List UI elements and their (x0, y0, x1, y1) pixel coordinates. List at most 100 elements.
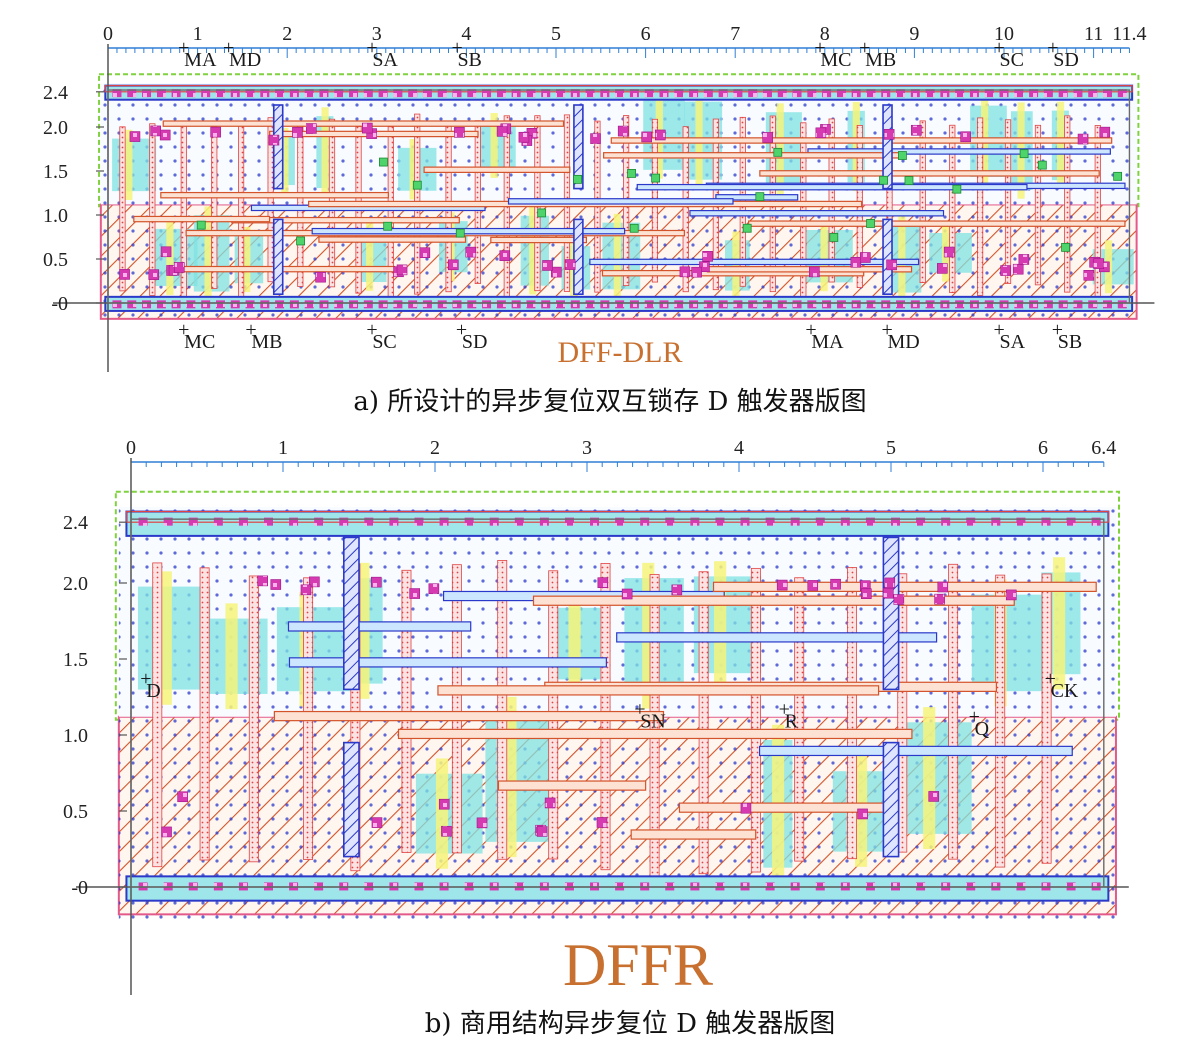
vdd-contact (238, 517, 248, 526)
device-contact (257, 575, 268, 587)
poly-gate (977, 117, 984, 296)
x-tick-label: 9 (909, 23, 919, 45)
panel-b-caption: b) 商用结构异步复位 D 触发器版图 (425, 1009, 835, 1039)
vdd-contact (615, 517, 625, 526)
device-contact (428, 583, 440, 595)
y-tick-label: 2.4 (63, 512, 88, 534)
vdd-contact (339, 517, 349, 526)
via (829, 233, 839, 242)
diffusion-region (971, 594, 1048, 692)
pin-label-ma: MA (811, 331, 844, 353)
vss-contact (674, 300, 684, 309)
vdd-contact (866, 89, 876, 98)
device-contact (315, 271, 326, 283)
vdd-contact (1043, 89, 1053, 98)
poly-gate (267, 117, 274, 283)
via (952, 184, 962, 194)
poly-gate (152, 562, 163, 868)
via (1113, 171, 1123, 181)
y-tick-label: 1.0 (43, 205, 68, 227)
vss-contact (792, 300, 802, 309)
device-contact (173, 262, 185, 273)
vss-contact (896, 300, 906, 309)
vss-contact (925, 300, 935, 309)
implant-strip (820, 221, 828, 292)
vss-contact (422, 300, 432, 309)
vss-contact (201, 300, 211, 309)
implant-strip (613, 213, 621, 299)
vdd-contact (836, 89, 846, 98)
vss-contact (866, 300, 876, 309)
poly-gate (199, 567, 210, 861)
device-contact (300, 584, 312, 596)
via (296, 236, 305, 246)
vdd-contact (659, 89, 669, 98)
vdd-contact (496, 89, 506, 98)
vdd-contact (790, 517, 800, 526)
device-contact (1005, 589, 1017, 601)
vss-contact (1029, 300, 1039, 309)
vss-contact (230, 300, 240, 309)
x-tick-label: 3 (372, 23, 382, 45)
vdd-contact (891, 517, 900, 526)
vss-contact (659, 300, 669, 309)
pin-label-sb: SB (457, 49, 481, 71)
device-contact (210, 126, 221, 138)
vss-contact (984, 300, 994, 309)
implant-strip (490, 113, 498, 178)
y-tick-label: 1.0 (63, 725, 88, 747)
poly-gate (794, 577, 805, 862)
metal-strap (342, 536, 360, 691)
vdd-contact (275, 89, 285, 98)
device-contact (150, 125, 161, 137)
vdd-contact (689, 89, 699, 98)
vss-contact (142, 300, 152, 309)
vdd-contact (319, 89, 329, 98)
vdd-contact (439, 517, 449, 526)
x-tick-label: 4 (734, 437, 744, 459)
vdd-contact (585, 89, 595, 98)
vdd-contact (304, 89, 314, 98)
via (1037, 160, 1047, 170)
vss-contact (807, 300, 817, 309)
vss-contact (703, 300, 713, 309)
device-contact (454, 127, 465, 138)
via (412, 180, 422, 190)
device-contact (438, 798, 450, 810)
metal-strap (272, 218, 284, 295)
device-contact (536, 826, 548, 837)
device-contact (857, 808, 868, 820)
device-contact (1077, 133, 1089, 145)
implant-strip (281, 127, 289, 194)
pin-label-mc: MC (184, 331, 215, 353)
pin-label-mc: MC (820, 49, 851, 71)
pin-label-r: R (785, 710, 799, 732)
vdd-contact (1041, 517, 1051, 526)
device-contact (177, 791, 188, 803)
implant-strip (166, 220, 174, 295)
pin-marker: + (1052, 319, 1063, 341)
via (573, 174, 583, 184)
vss-contact (482, 300, 492, 309)
vdd-contact (539, 517, 549, 526)
vdd-contact (489, 517, 499, 526)
vdd-contact (718, 89, 728, 98)
vss-contact (689, 300, 699, 309)
poly-gate (497, 560, 508, 860)
metal-route (507, 198, 734, 205)
metal-route (318, 236, 467, 243)
device-contact (776, 579, 788, 591)
metal-route (630, 829, 757, 840)
vss-contact (511, 300, 521, 309)
vdd-contact (289, 89, 299, 98)
vdd-contact (1103, 89, 1113, 98)
y-tick-label: 0.5 (63, 801, 88, 823)
vss-contact (452, 300, 462, 309)
metal-route (616, 632, 938, 643)
metal-route (807, 148, 1111, 155)
device-contact (850, 256, 862, 268)
device-contact (617, 125, 629, 137)
